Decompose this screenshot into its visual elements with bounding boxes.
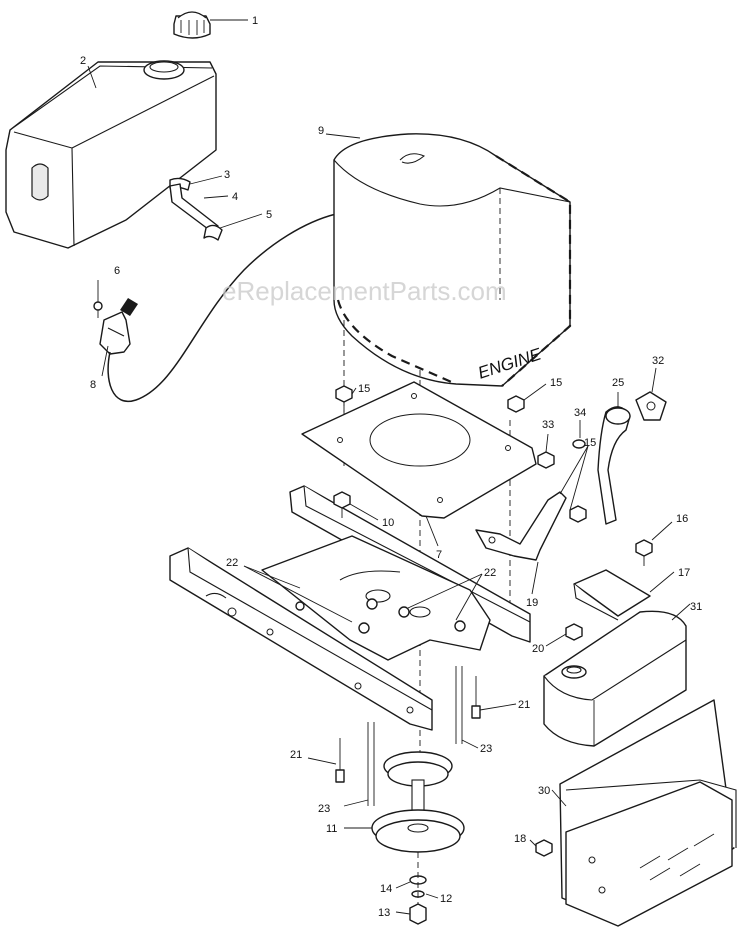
- long-bolt-right[interactable]: [471, 676, 481, 719]
- callout-15-left: 15: [358, 383, 370, 395]
- throttle-cable: [107, 213, 337, 403]
- callout-17: 17: [678, 567, 690, 579]
- throttle-screw[interactable]: [93, 301, 103, 318]
- callout-8: 8: [90, 379, 96, 391]
- exhaust-bracket[interactable]: [475, 491, 567, 561]
- callout-11: 11: [326, 823, 337, 835]
- mount-bolt-right[interactable]: [507, 395, 525, 413]
- callout-7: 7: [436, 549, 442, 561]
- callout-12: 12: [440, 893, 452, 905]
- callout-9: 9: [318, 125, 324, 137]
- callout-15-bracket: 15: [584, 437, 596, 449]
- callout-32: 32: [652, 355, 664, 367]
- callout-31: 31: [690, 601, 702, 613]
- callout-18: 18: [514, 833, 526, 845]
- callout-2: 2: [80, 55, 86, 67]
- callout-14: 14: [380, 883, 392, 895]
- muffler[interactable]: [543, 610, 687, 747]
- callout-5: 5: [266, 209, 272, 221]
- callout-30: 30: [538, 785, 550, 797]
- frame-nuts[interactable]: [295, 598, 466, 634]
- callout-19: 19: [526, 597, 538, 609]
- engine-mount-plate[interactable]: [301, 381, 537, 519]
- callout-3: 3: [224, 169, 230, 181]
- callout-23-right: 23: [480, 743, 492, 755]
- callout-20: 20: [532, 643, 544, 655]
- shield-bolt[interactable]: [535, 839, 553, 857]
- fuel-line-clamp-lower[interactable]: [203, 224, 223, 241]
- engine[interactable]: ENGINE: [333, 133, 572, 387]
- callout-15-right: 15: [550, 377, 562, 389]
- exhaust-flange-bolt[interactable]: [537, 451, 555, 469]
- exhaust-pipe[interactable]: [597, 406, 631, 525]
- frame[interactable]: [169, 485, 531, 731]
- callout-labels: 1 2 3 4 5 6 8 9 15 15 25 32 34 33 15 10 …: [80, 15, 702, 919]
- exhaust-bolt[interactable]: [565, 623, 583, 641]
- lock-washer[interactable]: [572, 439, 586, 449]
- callout-10: 10: [382, 517, 394, 529]
- long-spacer-left[interactable]: [367, 722, 375, 806]
- callout-16: 16: [676, 513, 688, 525]
- watermark: eReplacementParts.com: [222, 276, 507, 306]
- throttle-control[interactable]: [99, 298, 138, 355]
- callout-22-left: 22: [226, 557, 238, 569]
- mount-bolt-left[interactable]: [335, 385, 353, 412]
- callout-13: 13: [378, 907, 390, 919]
- long-spacer-right[interactable]: [455, 666, 463, 744]
- pulley-bolt[interactable]: [409, 903, 427, 925]
- exhaust-gasket[interactable]: [635, 391, 667, 421]
- muffler-bolt[interactable]: [635, 539, 653, 566]
- callout-34: 34: [574, 407, 586, 419]
- fuel-cap[interactable]: [173, 11, 211, 39]
- callout-22-right: 22: [484, 567, 496, 579]
- engine-pulley[interactable]: [371, 751, 465, 853]
- fuel-tank[interactable]: [5, 60, 217, 249]
- callout-21-right: 21: [518, 699, 530, 711]
- callout-1: 1: [252, 15, 258, 27]
- fuel-hose[interactable]: [169, 183, 219, 233]
- leader-lines: [87, 19, 691, 915]
- callout-6: 6: [114, 265, 120, 277]
- long-bolt-left[interactable]: [335, 738, 345, 783]
- callout-4: 4: [232, 191, 238, 203]
- heat-shield[interactable]: [559, 699, 737, 927]
- callout-23-left: 23: [318, 803, 330, 815]
- callout-21-left: 21: [290, 749, 302, 761]
- bracket-bolt[interactable]: [569, 505, 587, 523]
- callout-25: 25: [612, 377, 624, 389]
- callout-33: 33: [542, 419, 554, 431]
- muffler-bracket[interactable]: [573, 569, 651, 621]
